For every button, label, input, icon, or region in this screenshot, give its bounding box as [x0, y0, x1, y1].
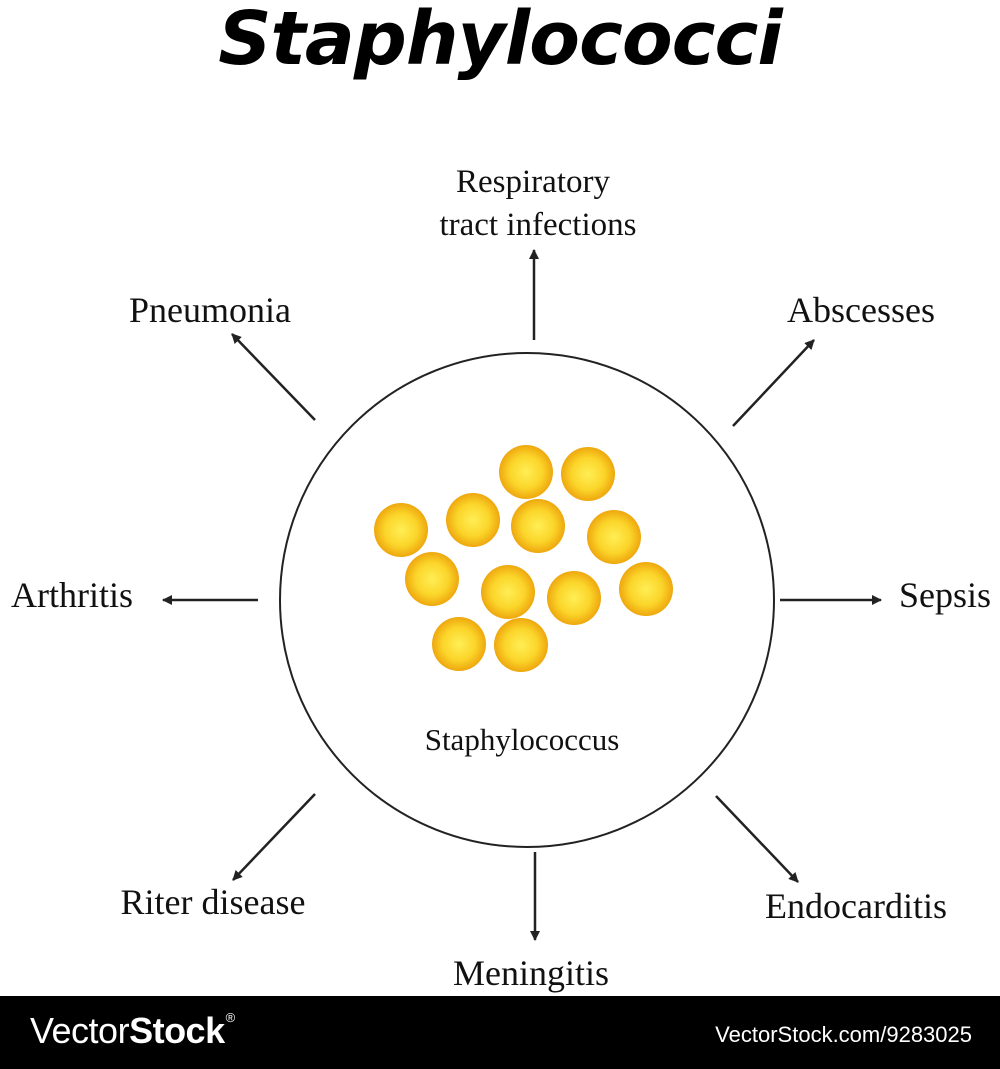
brand-regular: Vector [30, 1010, 130, 1051]
watermark-footer: VectorStock® VectorStock.com/9283025 [0, 996, 1000, 1069]
label-respiratory-line2: tract infections [439, 207, 636, 243]
arrow-up-left [231, 333, 316, 421]
arrows [162, 249, 882, 941]
coccus-cell [494, 618, 548, 672]
coccus-cell [619, 562, 673, 616]
bacteria-cluster [374, 445, 673, 672]
arrow-down-right [715, 795, 799, 883]
central-circle [279, 352, 775, 848]
registered-mark: ® [225, 1010, 236, 1025]
coccus-cell [511, 499, 565, 553]
label-abscesses: Abscesses [787, 290, 935, 330]
coccus-cell [547, 571, 601, 625]
arrow-down-left [232, 793, 316, 881]
coccus-cell [499, 445, 553, 499]
brand-bold: Stock [129, 1010, 225, 1051]
coccus-cell [374, 503, 428, 557]
staphylococci-diagram: Staphylococcus Respiratory tract infecti… [11, 164, 991, 993]
coccus-cell [446, 493, 500, 547]
label-riter-disease: Riter disease [121, 882, 306, 922]
label-pneumonia: Pneumonia [129, 290, 291, 330]
coccus-cell [405, 552, 459, 606]
coccus-cell [432, 617, 486, 671]
label-arthritis: Arthritis [11, 575, 133, 615]
center-label: Staphylococcus [425, 722, 620, 757]
coccus-cell [481, 565, 535, 619]
label-sepsis: Sepsis [899, 575, 991, 615]
label-meningitis: Meningitis [453, 953, 609, 993]
image-id: VectorStock.com/9283025 [715, 1022, 972, 1047]
label-respiratory-line1: Respiratory [456, 164, 610, 200]
coccus-cell [561, 447, 615, 501]
brand-logo: VectorStock® [30, 1010, 235, 1052]
coccus-cell [587, 510, 641, 564]
diagram-title: Staphylococci [218, 0, 783, 82]
arrow-up-right [732, 339, 815, 427]
label-endocarditis: Endocarditis [765, 886, 947, 926]
